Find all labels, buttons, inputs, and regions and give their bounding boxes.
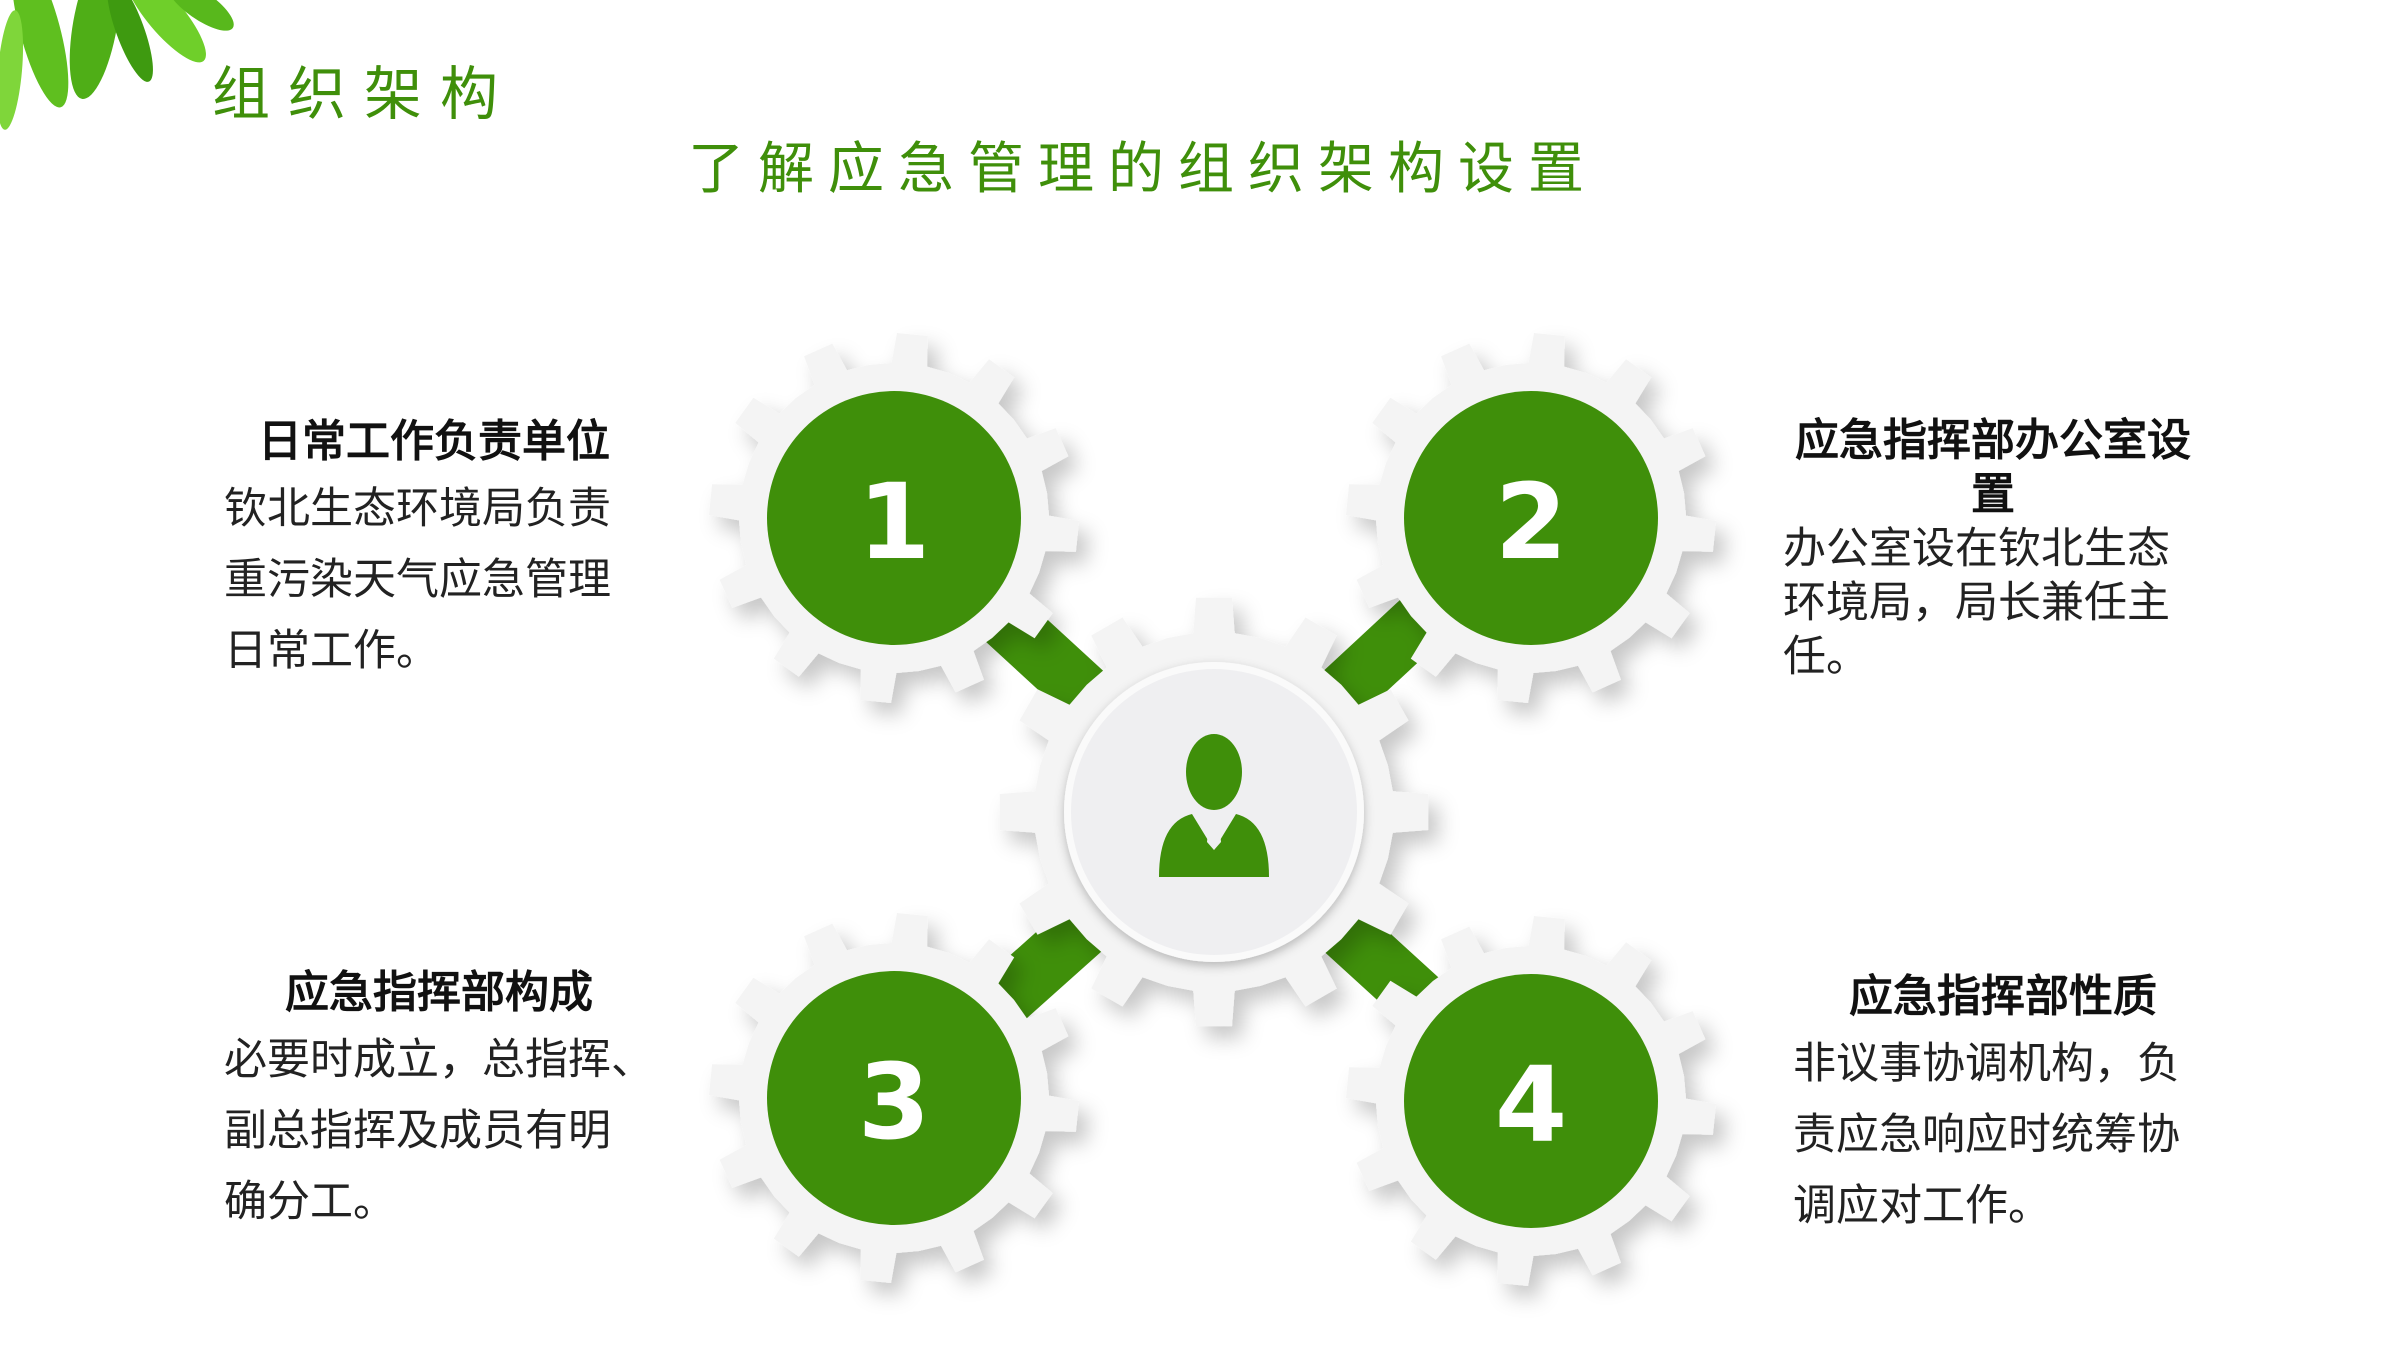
block-body: 必要时成立，总指挥、 副总指挥及成员有明 确分工。 [224,1025,654,1238]
gear-2: 2 [1346,333,1716,703]
body-line: 调应对工作。 [1793,1181,2051,1231]
block-title: 应急指挥部性质 [1849,971,2157,1022]
gear-1: 1 [709,333,1079,703]
body-line: 办公室设在钦北生态 [1783,524,2170,574]
page-subtitle: 了解应急管理的组织架构设置 [688,137,1598,202]
gear-number: 2 [1495,461,1567,583]
center-gear [999,597,1429,1027]
body-line: 必要时成立，总指挥、 [224,1035,654,1085]
businessman-icon [1159,734,1269,877]
leaves-decoration [0,0,234,130]
body-line: 副总指挥及成员有明 [224,1106,611,1156]
block-body: 办公室设在钦北生态 环境局，局长兼任主 任。 [1783,522,2203,684]
block-body: 钦北生态环境局负责 重污染天气应急管理 日常工作。 [224,474,644,687]
gear-core [1404,974,1658,1228]
gear-number: 1 [858,461,930,583]
body-line: 责应急响应时统筹协 [1793,1110,2180,1160]
info-block-2: 应急指挥部办公室设置 办公室设在钦北生态 环境局，局长兼任主 任。 [1783,414,2203,684]
block-body: 非议事协调机构，负 责应急响应时统筹协 调应对工作。 [1793,1029,2213,1242]
block-title: 应急指挥部办公室设置 [1795,415,2191,520]
gear-core [767,391,1021,645]
gear-core [1404,391,1658,645]
body-line: 钦北生态环境局负责 [224,484,611,534]
gear-4: 4 [1346,916,1716,1286]
info-block-1: 日常工作负责单位 钦北生态环境局负责 重污染天气应急管理 日常工作。 [224,410,644,687]
body-line: 重污染天气应急管理 [224,555,611,605]
block-title: 应急指挥部构成 [285,967,593,1018]
gear-3: 3 [709,913,1079,1283]
body-line: 日常工作。 [224,626,439,676]
body-line: 确分工。 [224,1177,396,1227]
body-line: 非议事协调机构，负 [1793,1039,2180,1089]
block-title: 日常工作负责单位 [258,416,610,467]
info-block-4: 应急指挥部性质 非议事协调机构，负 责应急响应时统筹协 调应对工作。 [1793,965,2213,1242]
gear-number: 4 [1495,1044,1567,1166]
gear-number: 3 [858,1041,930,1163]
body-line: 环境局，局长兼任主 [1783,578,2170,628]
section-title: 组织架构 [212,60,517,128]
gear-core [767,971,1021,1225]
center-face [1071,669,1357,955]
info-block-3: 应急指挥部构成 必要时成立，总指挥、 副总指挥及成员有明 确分工。 [224,961,654,1238]
body-line: 任。 [1783,632,1869,682]
